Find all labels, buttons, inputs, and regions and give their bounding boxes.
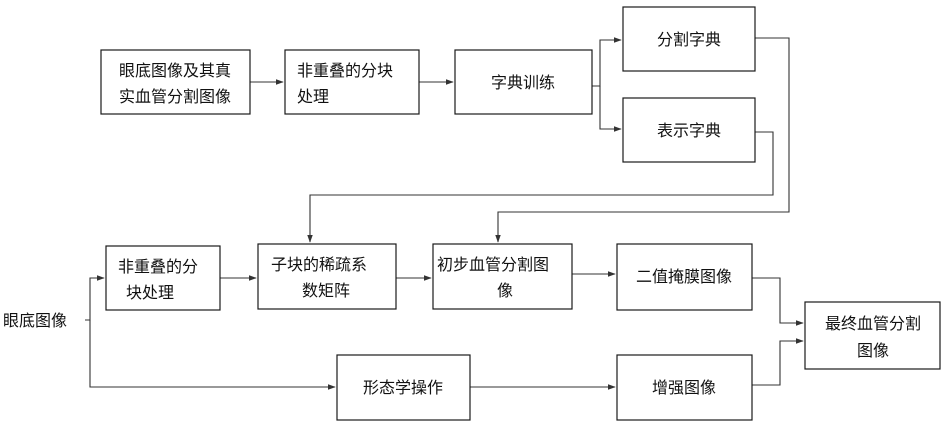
arrow-dict-train-to-seg-dict xyxy=(592,40,621,86)
node-initial-seg: 初步血管分割图 像 xyxy=(433,244,572,309)
node-morph-op: 形态学操作 xyxy=(337,355,470,420)
node-sparse-coef: 子块的稀疏系 数矩阵 xyxy=(258,244,396,309)
node-enhanced: 增强图像 xyxy=(617,355,752,420)
node-nonoverlap-top: 非重叠的分块 处理 xyxy=(285,50,419,114)
node-sparse-coef-line1: 子块的稀疏系 xyxy=(271,255,367,274)
node-final-seg-line2: 图像 xyxy=(857,341,889,360)
node-initial-seg-line2: 像 xyxy=(497,281,513,300)
node-seg-dict-label: 分割字典 xyxy=(657,30,721,49)
node-nonoverlap-bottom-line2: 块处理 xyxy=(126,283,174,302)
node-nonoverlap-bottom: 非重叠的分 块处理 xyxy=(106,246,220,310)
node-initial-seg-line1: 初步血管分割图 xyxy=(437,255,549,274)
node-rep-dict: 表示字典 xyxy=(623,98,755,162)
node-nonoverlap-top-line1: 非重叠的分块 xyxy=(297,61,393,80)
node-final-seg: 最终血管分割 图像 xyxy=(805,302,940,369)
arrow-dict-train-to-rep-dict xyxy=(600,86,621,129)
node-enhanced-label: 增强图像 xyxy=(652,378,716,397)
node-fundus-gt-line2: 实血管分割图像 xyxy=(119,87,231,106)
node-nonoverlap-top-line2: 处理 xyxy=(297,87,329,106)
node-rep-dict-label: 表示字典 xyxy=(657,121,721,140)
node-sparse-coef-line2: 数矩阵 xyxy=(302,281,350,300)
node-fundus-gt-line1: 眼底图像及其真 xyxy=(119,61,231,80)
node-seg-dict: 分割字典 xyxy=(623,7,755,71)
arrow-fundus-to-morph-op xyxy=(90,320,335,387)
arrow-fundus-to-nonoverlap-bottom xyxy=(85,278,104,320)
arrow-enhanced-to-final-seg xyxy=(752,341,803,385)
node-morph-op-label: 形态学操作 xyxy=(363,378,443,397)
node-nonoverlap-bottom-line1: 非重叠的分 xyxy=(118,257,198,276)
node-dict-train-label: 字典训练 xyxy=(491,73,555,92)
node-dict-train: 字典训练 xyxy=(455,50,592,114)
node-fundus-input-label: 眼底图像 xyxy=(3,311,67,330)
node-fundus-gt: 眼底图像及其真 实血管分割图像 xyxy=(101,50,250,114)
node-binary-mask: 二值掩膜图像 xyxy=(617,244,752,310)
node-final-seg-line1: 最终血管分割 xyxy=(825,314,921,333)
arrow-binary-mask-to-final-seg xyxy=(752,278,803,323)
node-binary-mask-label: 二值掩膜图像 xyxy=(636,267,732,286)
